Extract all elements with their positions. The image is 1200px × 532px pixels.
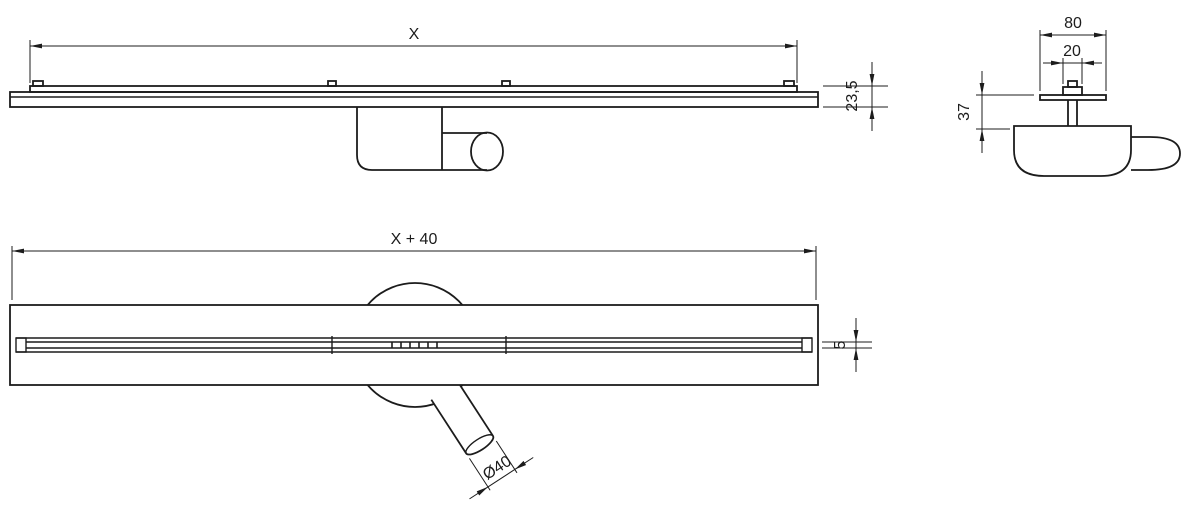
dim-width-80: 80: [1039, 15, 1107, 91]
end-view-part: [1013, 80, 1181, 177]
clip-tab-mid-left: [327, 80, 337, 87]
grate-plate: [29, 85, 798, 93]
clip-tab-right: [783, 80, 795, 87]
dim-slot-width-5: 5: [822, 318, 872, 372]
dim-label-depth-37: 37: [956, 103, 973, 121]
dim-label-pipe-diameter: Ø40: [480, 453, 515, 484]
channel-outline-plan: [9, 304, 819, 386]
outlet-pipe-group: Ø40: [430, 381, 534, 500]
dim-label-slot-width: 5: [832, 340, 849, 349]
center-markings: [391, 341, 438, 349]
dimension-arrow-stub: [469, 486, 489, 500]
outlet-cylinder-end: [470, 131, 504, 172]
plan-view: Ø40: [9, 231, 872, 500]
dim-label-height: 23,5: [844, 80, 861, 111]
clip-tab-mid-right: [501, 80, 511, 87]
dim-label-length-x: X: [409, 26, 420, 43]
channel-body: [9, 91, 819, 108]
extension-line: [469, 458, 491, 491]
end-view: 80 20 37: [956, 15, 1181, 177]
side-view-part: [9, 80, 819, 172]
side-view: X 23,5: [9, 26, 888, 172]
dimension-connector: [487, 469, 516, 488]
dim-label-top-width-20: 20: [1063, 43, 1081, 60]
clip-tab-left: [32, 80, 44, 87]
dimension-arrow-stub: [514, 457, 534, 470]
slot-end-cap-right: [801, 337, 813, 353]
trap-bowl: [1013, 125, 1132, 177]
grate-top-piece: [1062, 86, 1083, 96]
dim-label-width-80: 80: [1064, 15, 1082, 32]
outlet-pipe-end-face: [465, 434, 494, 454]
dim-depth-37: 37: [956, 71, 1034, 153]
dim-length-x-plus-40: X + 40: [11, 231, 817, 300]
extension-line: [495, 440, 518, 474]
dim-length-x: X: [29, 26, 798, 83]
grate-knob: [1067, 80, 1078, 88]
dim-top-width-20: 20: [1043, 43, 1102, 84]
dim-height-23-5: 23,5: [823, 62, 888, 131]
outlet-pipe: [430, 381, 495, 456]
dim-label-length-plan: X + 40: [391, 231, 438, 248]
trap-outlet-lobe: [1131, 136, 1181, 171]
drain-slot: [15, 336, 813, 354]
trap-body: [356, 107, 487, 171]
slot-end-cap-left: [15, 337, 27, 353]
